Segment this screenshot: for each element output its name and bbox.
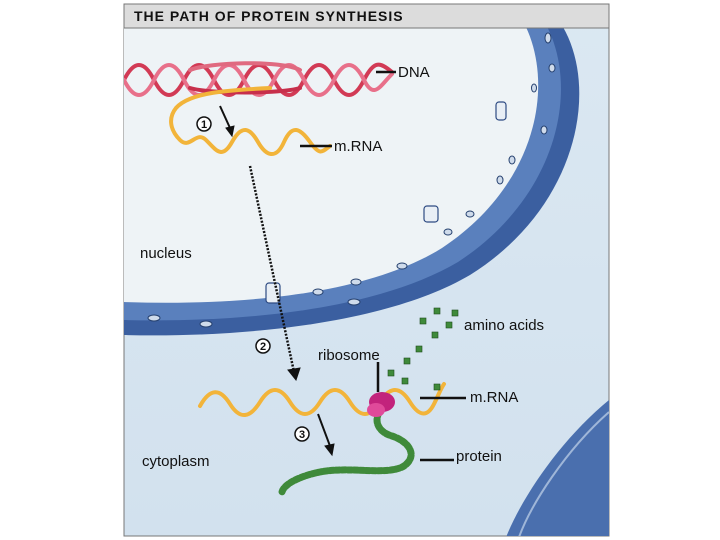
amino-acid [415,345,423,353]
amino-acid [445,321,453,329]
dna-unwound-bottom [188,86,302,95]
envelope-dots [147,32,556,328]
leader-lines [300,70,466,462]
ribosome-small [367,403,385,417]
protein-chain [278,404,415,496]
nuclear-pore [265,282,281,304]
cell-membrane-edge [518,411,609,536]
step-number-3: 3 [299,429,305,441]
nuclear-pores [265,101,507,304]
ribosome [367,392,395,417]
envelope-dot [312,288,324,296]
envelope-dot [540,125,548,135]
protein-strand [278,404,415,496]
envelope-dot [508,155,516,165]
label-ribosome: ribosome [318,347,380,364]
label-mrna-cytoplasm: m.RNA [470,389,518,406]
envelope-dot [548,63,556,73]
mrna-nucleus-strand [169,86,332,156]
label-mrna-nucleus: m.RNA [334,138,382,155]
label-amino-acids: amino acids [464,317,544,334]
amino-acid [433,383,441,391]
envelope-dot [347,298,361,306]
envelope-dot [199,320,213,328]
envelope-dot [496,175,504,185]
envelope-dot [465,210,475,218]
arrow-nucleus-to-cytoplasm [248,165,296,373]
label-cytoplasm: cytoplasm [142,453,210,470]
envelope-dot [396,262,408,270]
amino-acid [401,377,409,385]
arrow-step1-head [225,125,235,138]
envelope-dot [531,83,537,93]
label-dna: DNA [398,64,430,81]
diagram-title: THE PATH OF PROTEIN SYNTHESIS [134,8,404,24]
envelope-dot [544,32,552,44]
arrow-step1 [219,105,231,129]
dna-strand-b [124,63,394,97]
amino-acid [431,331,439,339]
title-bar [123,3,610,29]
label-protein: protein [456,448,502,465]
nuclear-pore [495,101,507,121]
amino-acid [403,357,411,365]
step-marker-3 [294,426,310,442]
arrow-transport-head [287,367,301,382]
nucleoplasm [124,4,539,303]
arrow-step3-head [324,443,335,457]
envelope-dot [350,278,362,286]
step-markers: 1 2 3 [196,116,310,442]
step-arrows [219,105,335,457]
amino-acid [451,309,459,317]
envelope-dot [443,228,453,236]
nuclear-pore [423,205,439,223]
step-number-1: 1 [201,119,207,131]
amino-acids [387,307,459,391]
arrow-step3 [317,413,331,447]
step-marker-1 [196,116,212,132]
amino-acid [419,317,427,325]
mrna-cytoplasm-strand [198,382,446,417]
step-marker-2 [255,338,271,354]
amino-acid [387,369,395,377]
dna-helix [124,61,394,97]
envelope-dot [147,314,161,322]
step-number-2: 2 [260,341,266,353]
dna-unwound-top [188,61,302,72]
label-nucleus: nucleus [140,245,192,262]
amino-acid [433,307,441,315]
